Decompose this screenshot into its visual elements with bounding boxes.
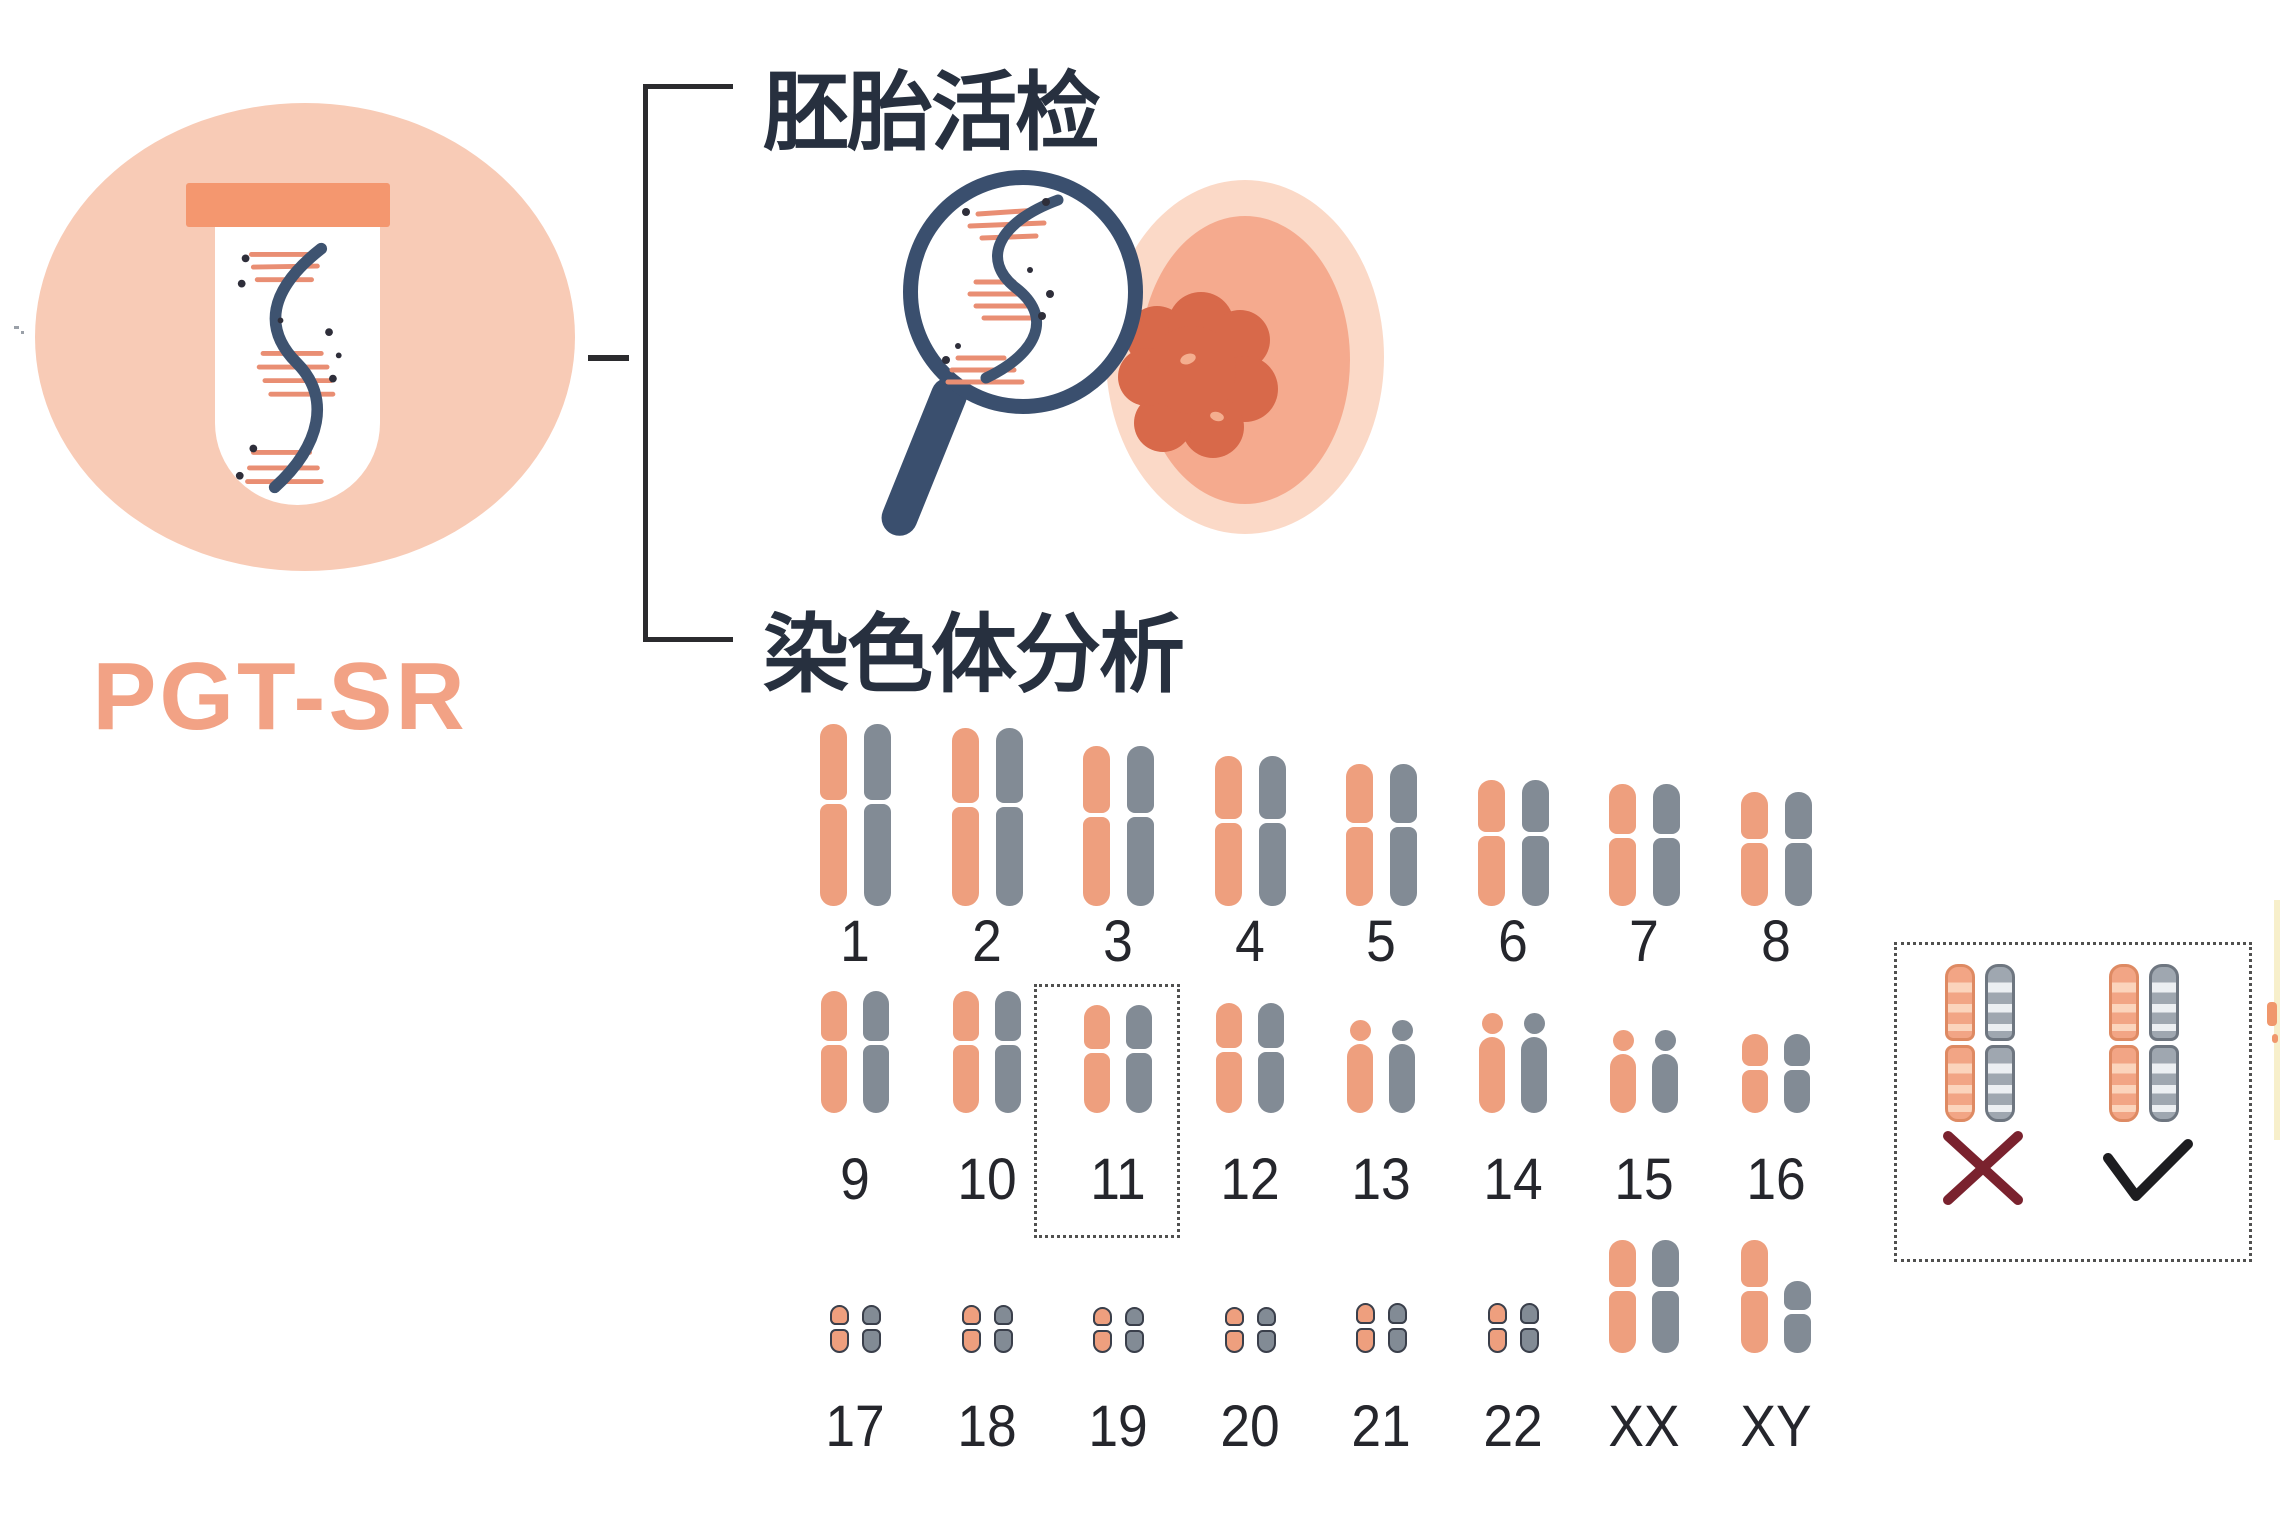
chromosome-label-17: 17: [825, 1394, 885, 1459]
analysis-title: 染色体分析: [763, 607, 1185, 703]
chromosome: [1388, 1303, 1407, 1353]
chromosome-label-11: 11: [1090, 1147, 1146, 1212]
chromosome: [1084, 1005, 1110, 1113]
brand-label: PGT-SR: [92, 643, 468, 750]
chromosome: [1521, 1013, 1547, 1113]
chromosome: [1347, 1020, 1373, 1113]
chromosome-label-15: 15: [1614, 1147, 1674, 1212]
chromosome: [1083, 746, 1110, 906]
chromosome: [1126, 1005, 1152, 1113]
chromosome-label-XY: XY: [1740, 1394, 1812, 1459]
bracket-vertical-line: [643, 84, 648, 642]
chromosome: [1609, 784, 1636, 906]
chromosome: [1741, 1240, 1768, 1353]
chromosome-label-14: 14: [1483, 1147, 1543, 1212]
dna-helix-icon: [235, 242, 342, 494]
chromosome: [1479, 1013, 1505, 1113]
chromosome-label-9: 9: [840, 1147, 870, 1212]
chromosome: [1784, 1281, 1811, 1353]
chromosome-label-20: 20: [1220, 1394, 1280, 1459]
bracket-bottom-arm: [643, 637, 733, 642]
chromosome-label-1: 1: [840, 909, 870, 974]
chromosome: [1225, 1307, 1244, 1353]
chromosome: [952, 728, 979, 906]
chromosome-label-8: 8: [1761, 909, 1791, 974]
chromosome: [1216, 1003, 1242, 1113]
highlight-box-pair-11: [1034, 984, 1180, 1238]
chromosome: [1125, 1307, 1144, 1353]
chromosome: [1093, 1307, 1112, 1353]
chromosome-label-19: 19: [1088, 1394, 1148, 1459]
chromosome-label-12: 12: [1220, 1147, 1280, 1212]
chromosome: [996, 728, 1023, 906]
chromosome: [1784, 1034, 1810, 1113]
chromosome-label-13: 13: [1351, 1147, 1411, 1212]
chromosome: [1741, 792, 1768, 906]
chromosome-label-21: 21: [1351, 1394, 1411, 1459]
dna-helix-lens-icon: [942, 194, 1064, 385]
chromosome: [863, 991, 889, 1113]
tube-cap: [186, 183, 390, 227]
chromosome: [953, 991, 979, 1113]
chromosome-label-18: 18: [957, 1394, 1017, 1459]
chromosome: [1389, 1020, 1415, 1113]
chromosome: [830, 1305, 849, 1353]
chromosome: [962, 1305, 981, 1353]
chromosome: [1785, 792, 1812, 906]
chromosome-banded: [2149, 964, 2179, 1122]
chromosome: [994, 1305, 1013, 1353]
chromosome-banded: [1945, 964, 1975, 1122]
biopsy-title: 胚胎活检: [763, 65, 1101, 161]
chromosome-label-7: 7: [1629, 909, 1659, 974]
chromosome: [1390, 764, 1417, 906]
chromosome-label-5: 5: [1366, 909, 1396, 974]
chromosome: [1478, 780, 1505, 906]
chromosome: [1127, 746, 1154, 906]
chromosome: [1488, 1303, 1507, 1353]
chromosome: [821, 991, 847, 1113]
chromosome: [1653, 784, 1680, 906]
chromosome: [1742, 1034, 1768, 1113]
cross-icon: [1943, 1131, 2023, 1205]
check-icon: [2103, 1139, 2193, 1201]
chromosome: [1356, 1303, 1375, 1353]
chromosome: [1610, 1030, 1636, 1113]
chromosome: [1346, 764, 1373, 906]
bracket-top-arm: [643, 84, 733, 89]
chromosome: [1258, 1003, 1284, 1113]
chromosome: [1257, 1307, 1276, 1353]
chromosome: [1652, 1240, 1679, 1353]
chromosome-banded: [2109, 964, 2139, 1122]
comparison-box: [1894, 942, 2252, 1262]
chromosome-label-4: 4: [1235, 909, 1265, 974]
chromosome: [862, 1305, 881, 1353]
chromosome-label-16: 16: [1746, 1147, 1806, 1212]
chromosome-label-XX: XX: [1608, 1394, 1680, 1459]
chromosome: [1652, 1030, 1678, 1113]
chromosome: [1259, 756, 1286, 906]
chromosome: [1609, 1240, 1636, 1353]
chromosome: [995, 991, 1021, 1113]
chromosome-label-6: 6: [1498, 909, 1528, 974]
chromosome: [864, 724, 891, 906]
chromosome-label-3: 3: [1103, 909, 1133, 974]
chromosome: [820, 724, 847, 906]
chromosome-label-2: 2: [972, 909, 1002, 974]
chromosome: [1215, 756, 1242, 906]
chromosome-label-10: 10: [957, 1147, 1017, 1212]
chromosome: [1520, 1303, 1539, 1353]
bracket-dash: [588, 355, 629, 361]
chromosome-label-22: 22: [1483, 1394, 1543, 1459]
chromosome: [1522, 780, 1549, 906]
chromosome-banded: [1985, 964, 2015, 1122]
